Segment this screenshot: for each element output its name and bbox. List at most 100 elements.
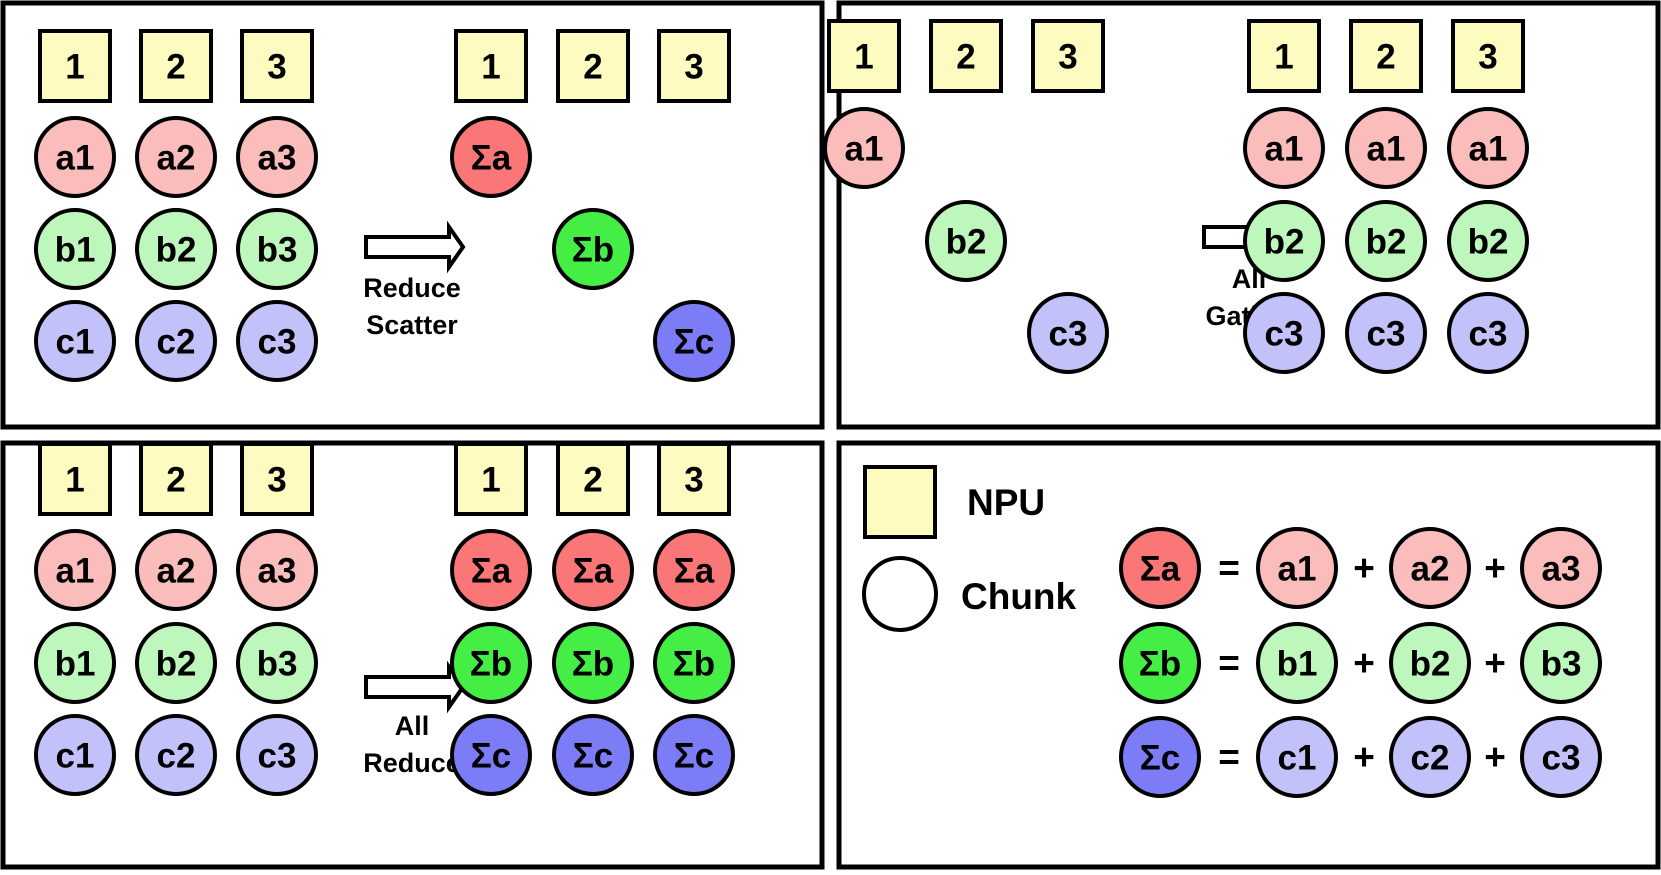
panel-all-gather bbox=[836, 0, 1661, 430]
panel-all-reduce bbox=[0, 440, 825, 870]
npu-number: 2 bbox=[166, 461, 185, 500]
legend-npu-label: NPU bbox=[967, 482, 1045, 523]
sum-c bbox=[653, 300, 735, 382]
chunk-b bbox=[1243, 200, 1325, 282]
npu-number: 1 bbox=[481, 48, 500, 87]
sum-b-label: Σb bbox=[572, 645, 614, 684]
chunk-c bbox=[236, 300, 318, 382]
chunk-b bbox=[135, 622, 217, 704]
chunk-a bbox=[1447, 107, 1529, 189]
chunk-a-label: a1 bbox=[1278, 550, 1317, 589]
npu-box bbox=[556, 442, 630, 516]
equals-sign: = bbox=[1218, 643, 1240, 684]
npu-number: 2 bbox=[956, 38, 975, 77]
sum-c bbox=[552, 714, 634, 796]
chunk-a bbox=[823, 107, 905, 189]
chunk-a-label: a3 bbox=[258, 552, 297, 591]
chunk-a-label: a1 bbox=[56, 139, 95, 178]
reduce-scatter-label-line1: Reduce bbox=[363, 273, 461, 303]
plus-sign: + bbox=[1353, 643, 1375, 684]
chunk-b-label: b3 bbox=[257, 231, 298, 270]
chunk-b-label: b1 bbox=[1277, 645, 1318, 684]
chunk-b-label: b1 bbox=[55, 231, 96, 270]
chunk-c bbox=[1520, 716, 1602, 798]
npu-number: 3 bbox=[1058, 38, 1077, 77]
plus-sign: + bbox=[1353, 548, 1375, 589]
npu-box bbox=[139, 29, 213, 103]
npu-box bbox=[657, 29, 731, 103]
npu-number: 3 bbox=[684, 48, 703, 87]
sum-b-label: Σb bbox=[470, 645, 512, 684]
chunk-a-label: a2 bbox=[157, 552, 196, 591]
npu-box bbox=[38, 29, 112, 103]
chunk-a-label: a1 bbox=[1469, 130, 1508, 169]
sum-c bbox=[450, 714, 532, 796]
sum-c-label: Σc bbox=[471, 737, 511, 776]
npu-box bbox=[454, 442, 528, 516]
chunk-c bbox=[236, 714, 318, 796]
legend-npu-swatch bbox=[863, 465, 937, 539]
chunk-c-label: c1 bbox=[56, 323, 95, 362]
chunk-b-label: b3 bbox=[257, 645, 298, 684]
chunk-c-label: c1 bbox=[1278, 739, 1317, 778]
plus-sign: + bbox=[1353, 737, 1375, 778]
sum-b bbox=[552, 622, 634, 704]
chunk-c bbox=[1389, 716, 1471, 798]
chunk-b bbox=[925, 200, 1007, 282]
legend-chunk-swatch bbox=[862, 556, 938, 632]
chunk-a-label: a1 bbox=[845, 130, 884, 169]
npu-number: 3 bbox=[267, 48, 286, 87]
chunk-a bbox=[236, 116, 318, 198]
chunk-a bbox=[135, 529, 217, 611]
npu-box bbox=[1031, 19, 1105, 93]
npu-box bbox=[240, 442, 314, 516]
npu-box bbox=[240, 29, 314, 103]
all-reduce-label-line1: All bbox=[395, 711, 430, 741]
chunk-c-label: c2 bbox=[1411, 739, 1450, 778]
npu-box bbox=[929, 19, 1003, 93]
sum-a-label: Σa bbox=[573, 552, 614, 591]
chunk-c-label: c3 bbox=[258, 323, 297, 362]
equals-sign: = bbox=[1218, 737, 1240, 778]
chunk-a-label: a1 bbox=[56, 552, 95, 591]
reduce-scatter-arrow bbox=[364, 220, 466, 274]
chunk-b-label: b3 bbox=[1541, 645, 1582, 684]
chunk-c bbox=[1243, 292, 1325, 374]
chunk-b bbox=[1345, 200, 1427, 282]
npu-box bbox=[1451, 19, 1525, 93]
plus-sign: + bbox=[1484, 643, 1506, 684]
npu-box bbox=[139, 442, 213, 516]
chunk-c bbox=[135, 300, 217, 382]
sum-a-label: Σa bbox=[471, 552, 512, 591]
chunk-a bbox=[34, 529, 116, 611]
legend-chunk-label: Chunk bbox=[961, 576, 1077, 617]
sum-a bbox=[552, 529, 634, 611]
chunk-a bbox=[1243, 107, 1325, 189]
sum-a bbox=[653, 529, 735, 611]
chunk-c-label: c2 bbox=[157, 323, 196, 362]
chunk-b bbox=[236, 208, 318, 290]
chunk-b bbox=[34, 622, 116, 704]
chunk-a bbox=[236, 529, 318, 611]
chunk-b bbox=[1256, 622, 1338, 704]
chunk-a-label: a2 bbox=[157, 139, 196, 178]
panel-reduce-scatter bbox=[0, 0, 825, 430]
panel-legend bbox=[836, 440, 1661, 870]
npu-number: 2 bbox=[583, 461, 602, 500]
npu-box bbox=[1247, 19, 1321, 93]
npu-box bbox=[556, 29, 630, 103]
chunk-c-label: c3 bbox=[1542, 739, 1581, 778]
sum-b-label: Σb bbox=[572, 231, 614, 270]
chunk-a-label: a1 bbox=[1265, 130, 1304, 169]
npu-number: 1 bbox=[481, 461, 500, 500]
chunk-a-label: a1 bbox=[1367, 130, 1406, 169]
sum-a bbox=[450, 529, 532, 611]
chunk-a bbox=[135, 116, 217, 198]
sum-c-label: Σc bbox=[1140, 739, 1180, 778]
npu-number: 1 bbox=[65, 461, 84, 500]
chunk-b-label: b2 bbox=[1468, 223, 1509, 262]
npu-number: 3 bbox=[1478, 38, 1497, 77]
chunk-b bbox=[1389, 622, 1471, 704]
sum-c bbox=[1119, 716, 1201, 798]
